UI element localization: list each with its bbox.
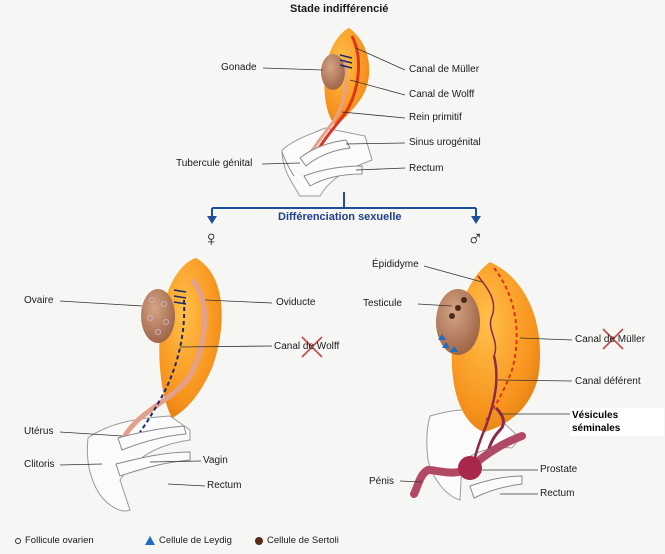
- label-clitoris: Clitoris: [24, 459, 55, 470]
- label-canal-wolff-top: Canal de Wolff: [409, 89, 475, 100]
- differentiation-label: Différenciation sexuelle: [278, 211, 402, 223]
- sertoli-markers: [449, 297, 467, 319]
- top-tubules: [339, 54, 353, 69]
- label-oviducte: Oviducte: [276, 297, 316, 308]
- label-rectum-male: Rectum: [540, 488, 575, 499]
- female-stage: [59, 258, 323, 512]
- top-wolff-duct: [308, 57, 348, 155]
- female-mesonephros: [159, 258, 222, 418]
- label-sinus-urogenital: Sinus urogénital: [409, 137, 481, 148]
- indifferent-stage: [261, 28, 406, 197]
- sertoli-legend-icon: [255, 537, 263, 545]
- top-title: Stade indifférencié: [290, 3, 389, 15]
- label-rectum-top: Rectum: [409, 163, 444, 174]
- label-epididyme: Épididyme: [372, 259, 419, 270]
- label-rein-primitif: Rein primitif: [409, 112, 462, 123]
- top-sinus: [299, 139, 351, 167]
- male-seminal-vesicles: [486, 406, 505, 453]
- label-canal-wolff-female: Canal de Wolff: [274, 341, 340, 352]
- top-tubercle: [281, 151, 295, 177]
- arrow-male-head: [471, 216, 481, 224]
- label-ovaire: Ovaire: [24, 295, 54, 306]
- female-vagina: [117, 425, 187, 451]
- male-rectum: [469, 475, 523, 499]
- leydig-legend-icon: [145, 536, 155, 545]
- female-rectum: [115, 451, 191, 477]
- male-prostate: [458, 456, 482, 480]
- follicle-markers: [147, 297, 169, 335]
- label-tubercule-genital: Tubercule génital: [176, 158, 253, 169]
- leydig-markers: [438, 334, 458, 352]
- top-muller-duct: [316, 35, 361, 151]
- female-cross: [301, 336, 323, 358]
- legend-sertoli: Cellule de Sertoli: [267, 535, 339, 546]
- label-canal-deferent: Canal déférent: [575, 376, 641, 387]
- label-canal-muller-male: Canal de Müller: [575, 334, 646, 345]
- top-gonad: [321, 54, 345, 90]
- label-vagin: Vagin: [203, 455, 228, 466]
- female-wolff-regressed: [139, 299, 186, 433]
- label-penis: Pénis: [369, 476, 395, 487]
- male-testis: [436, 289, 480, 355]
- arrow-female-head: [207, 216, 217, 224]
- legend-leydig: Cellule de Leydig: [159, 535, 232, 546]
- female-oviduct: [119, 278, 208, 443]
- label-gonade: Gonade: [221, 62, 257, 73]
- label-testicule: Testicule: [363, 298, 402, 309]
- male-epididymis: [477, 275, 497, 357]
- female-tubules: [173, 289, 187, 305]
- label-vesicules-seminales: Vésicules séminales: [570, 408, 664, 436]
- male-vas-deferens: [472, 355, 498, 463]
- male-urethra-penis: [410, 432, 526, 498]
- top-rectum: [303, 165, 363, 187]
- label-rectum-female: Rectum: [207, 480, 242, 491]
- label-canal-muller-top: Canal de Müller: [409, 64, 480, 75]
- male-stage: [399, 262, 624, 501]
- male-cross: [602, 328, 624, 350]
- male-symbol: ♂: [467, 226, 484, 251]
- legend-follicule: Follicule ovarien: [25, 535, 94, 546]
- label-prostate: Prostate: [540, 464, 578, 475]
- label-uterus: Utérus: [24, 426, 54, 437]
- female-symbol: ♀: [203, 226, 220, 251]
- follicle-legend-icon: [15, 538, 21, 544]
